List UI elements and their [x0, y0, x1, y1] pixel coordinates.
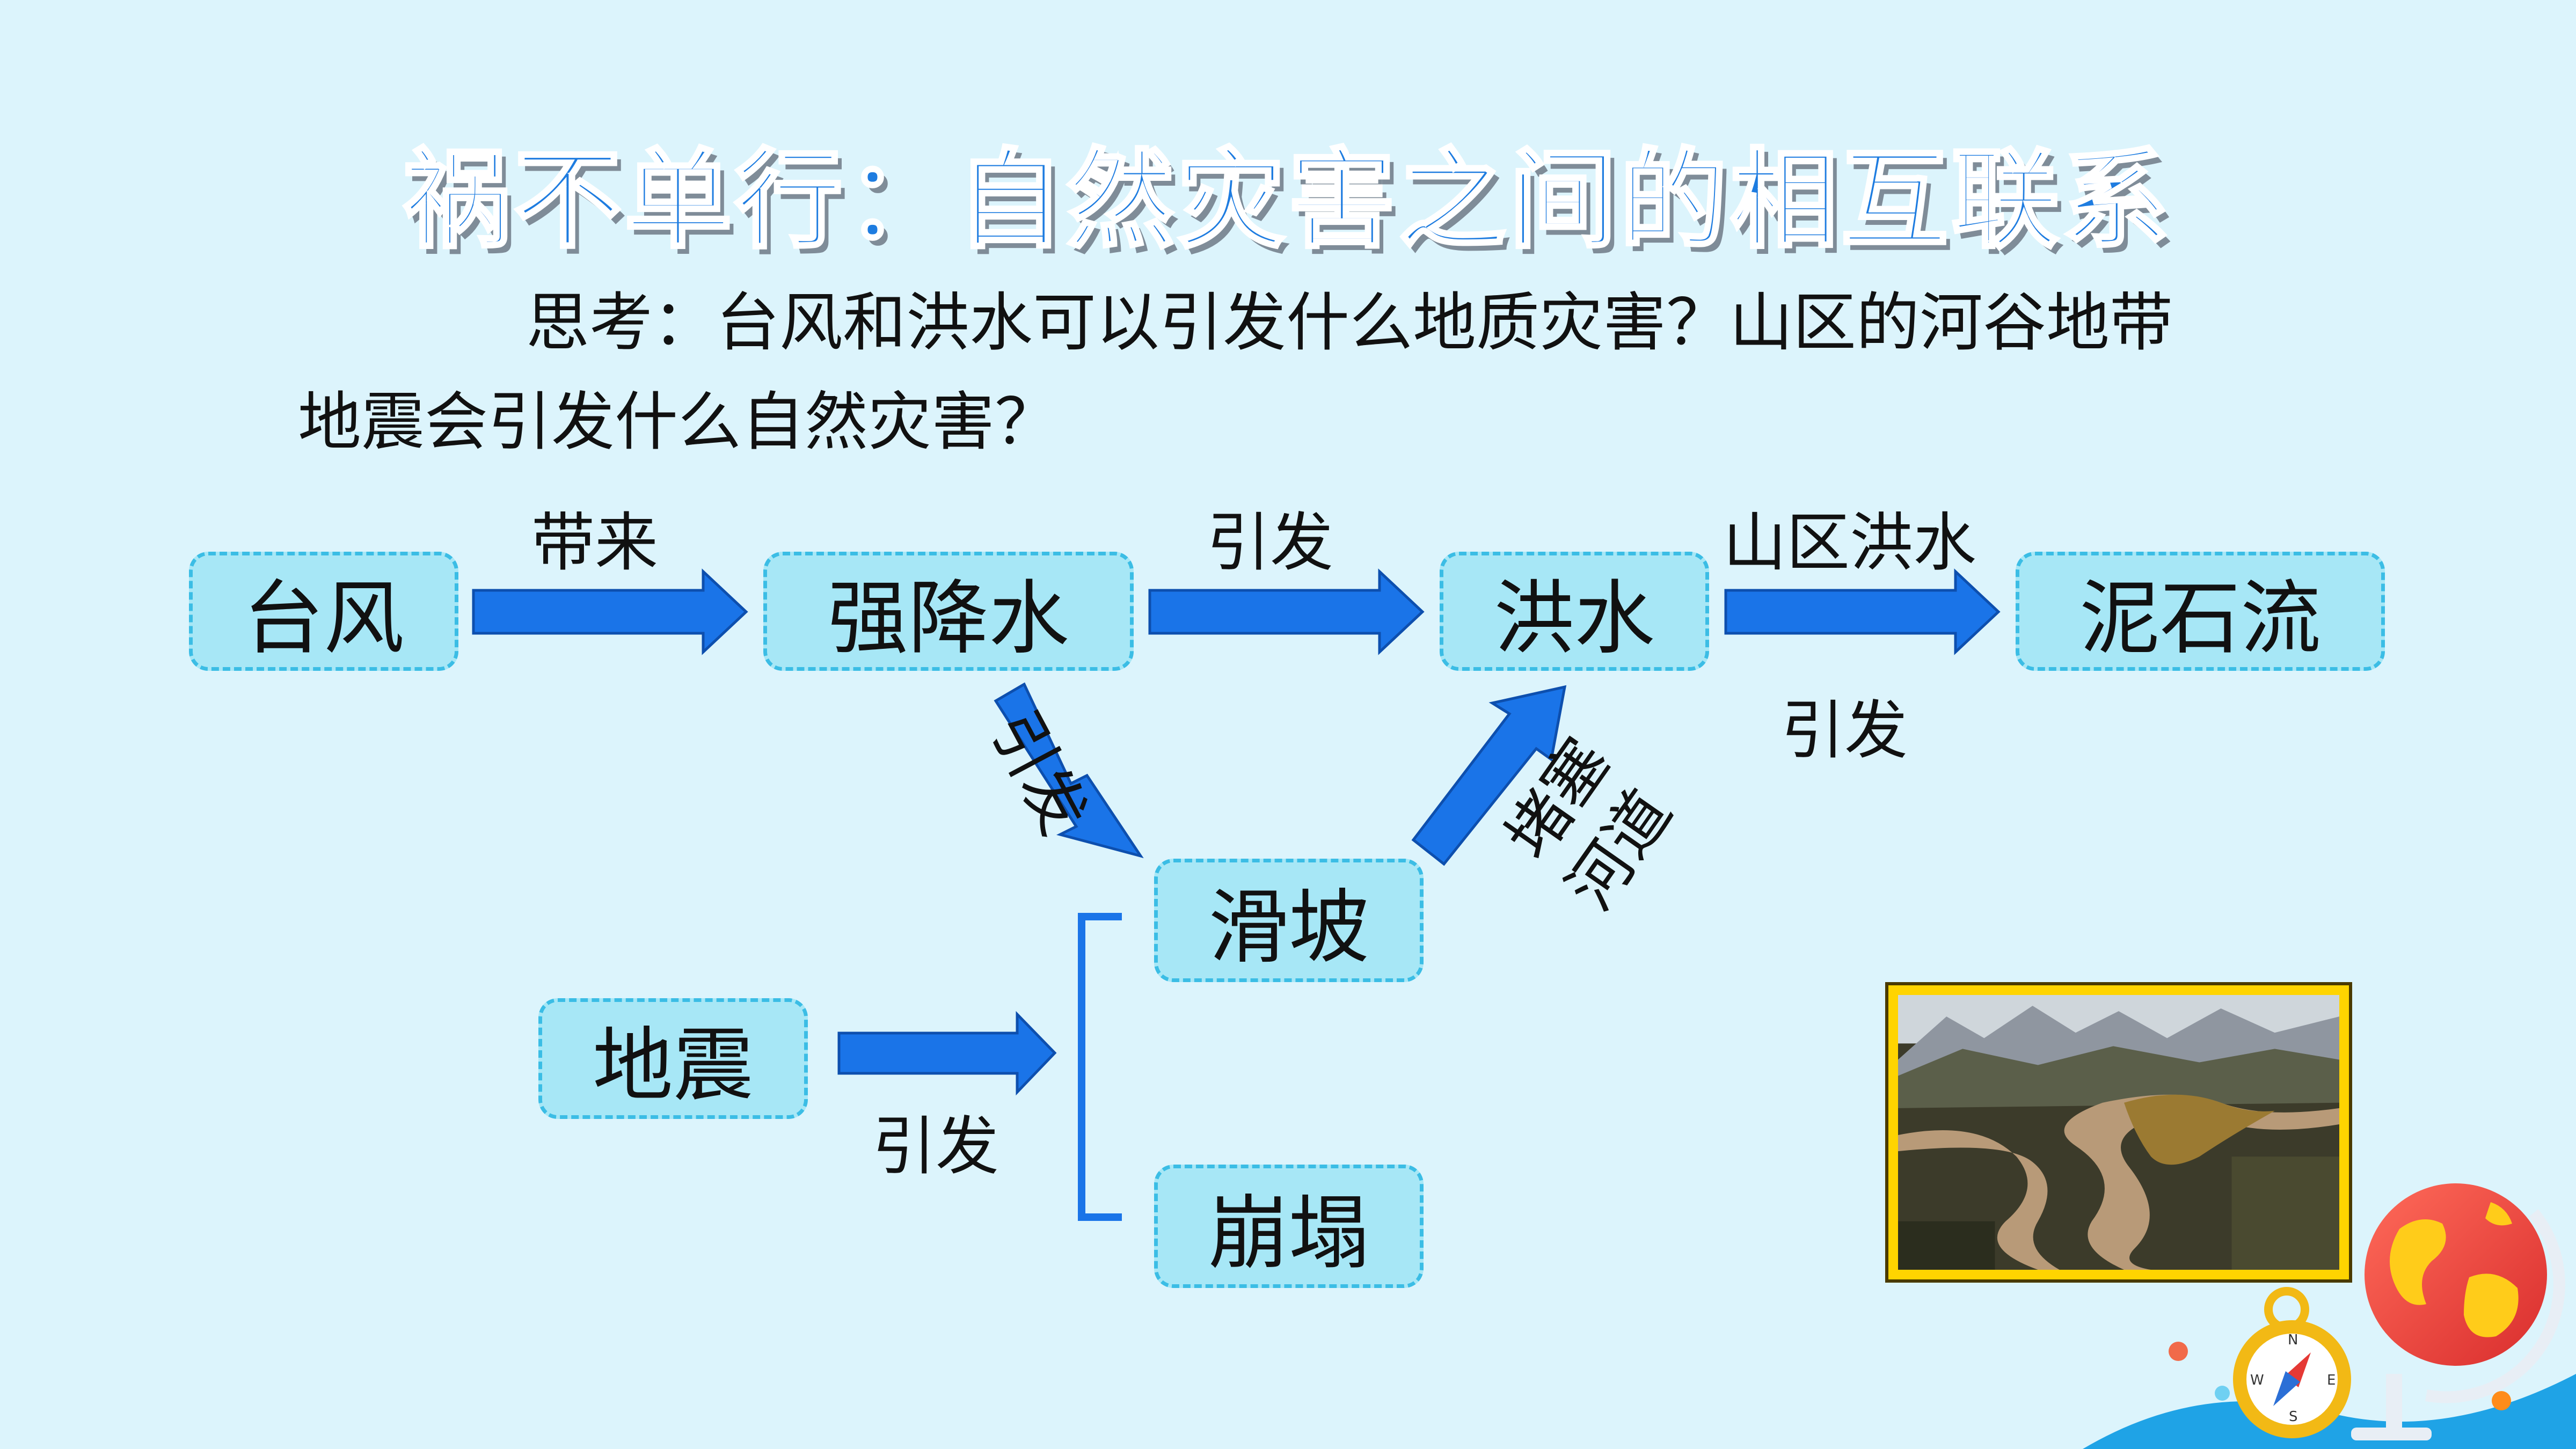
node-typhoon: 台风 [189, 552, 458, 671]
label-flood-to-debris-top: 山区洪水 [1723, 506, 1977, 580]
label-flood-to-debris-bottom: 引发 [1781, 693, 1908, 767]
decor-dot [2492, 1391, 2511, 1410]
decor-wave [2083, 1374, 2576, 1449]
node-typhoon-label: 台风 [243, 572, 404, 665]
node-heavy-rain-label: 强降水 [827, 572, 1069, 665]
arrow-flood-to-debris [1724, 568, 2001, 655]
svg-text:N: N [2288, 1332, 2298, 1348]
svg-text:E: E [2327, 1372, 2336, 1388]
node-heavy-rain: 强降水 [763, 552, 1134, 671]
node-collapse-label: 崩塌 [1208, 1187, 1369, 1280]
arrow-landslide-to-flood [1411, 685, 1567, 866]
arrow-typhoon-to-rain [472, 568, 748, 655]
compass-icon: N E W S [2233, 1287, 2351, 1438]
decor-dot [2215, 1386, 2230, 1401]
svg-text:S: S [2289, 1409, 2298, 1425]
question-line-2: 地震会引发什么自然灾害？ [298, 385, 1059, 459]
node-debris-flow-label: 泥石流 [2079, 572, 2321, 665]
node-debris-flow: 泥石流 [2016, 552, 2385, 671]
node-collapse: 崩塌 [1154, 1165, 1424, 1288]
node-flood: 洪水 [1440, 552, 1709, 671]
question-line-1: 思考：台风和洪水可以引发什么地质灾害？山区的河谷地带 [526, 286, 2173, 360]
globe-icon [2351, 1183, 2565, 1440]
group-bracket [1078, 913, 1122, 1221]
svg-text:W: W [2250, 1372, 2264, 1388]
node-earthquake: 地震 [538, 998, 808, 1119]
label-earthquake-to-group: 引发 [872, 1109, 999, 1183]
label-typhoon-to-rain: 带来 [531, 506, 659, 580]
node-landslide: 滑坡 [1154, 859, 1424, 982]
river-valley-photo [1885, 982, 2352, 1283]
arrow-rain-to-flood [1148, 568, 1425, 655]
node-landslide-label: 滑坡 [1208, 881, 1369, 975]
node-earthquake-label: 地震 [592, 1019, 754, 1113]
node-flood-label: 洪水 [1493, 572, 1655, 665]
arrow-earthquake-to-group [837, 1011, 1057, 1096]
river-valley-image [1898, 995, 2339, 1270]
page-title: 祸不单行：自然灾害之间的相互联系 [402, 136, 2173, 265]
arrow-rain-to-landslide [994, 682, 1144, 859]
decor-dot [2169, 1342, 2188, 1361]
label-rain-to-flood: 引发 [1207, 506, 1334, 580]
